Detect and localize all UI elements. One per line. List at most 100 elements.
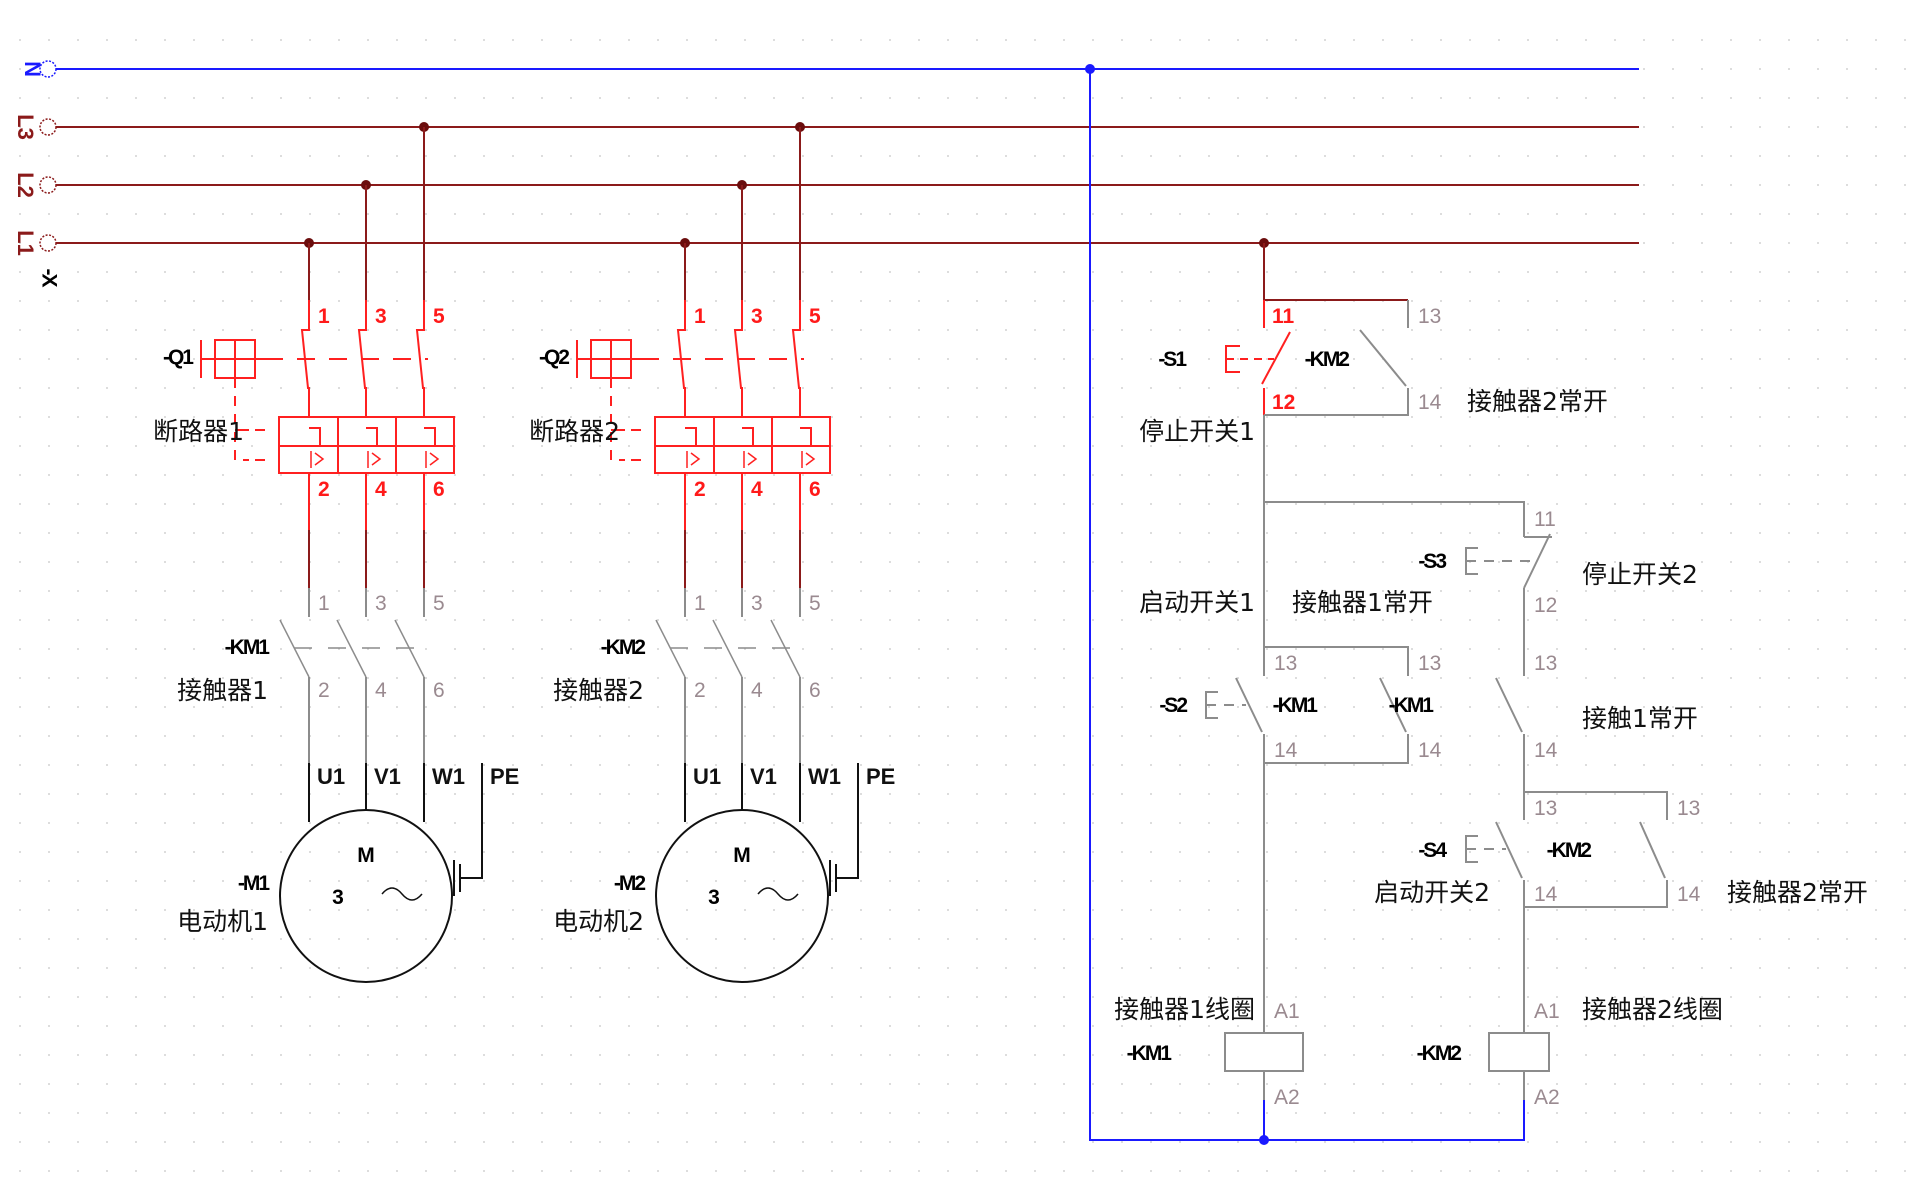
coil-km1[interactable]	[1224, 1008, 1304, 1100]
circuit-breaker[interactable]	[200, 300, 455, 530]
grid-dot	[1237, 532, 1239, 534]
grid-dot	[1643, 880, 1645, 882]
grid-dot	[1556, 271, 1558, 273]
grid-dot	[1643, 242, 1645, 244]
grid-dot	[1353, 1054, 1355, 1056]
grid-dot	[512, 619, 514, 621]
bus-n[interactable]: N	[20, 60, 1639, 78]
grid-dot	[1672, 271, 1674, 273]
grid-dot	[1701, 358, 1703, 360]
grid-dot	[77, 387, 79, 389]
grid-dot	[802, 503, 804, 505]
grid-dot	[1498, 996, 1500, 998]
bus-l2[interactable]: L2	[13, 172, 1639, 198]
grid-dot	[164, 1054, 166, 1056]
grid-dot	[1875, 677, 1877, 679]
grid-dot	[715, 677, 717, 679]
grid-dot	[541, 967, 543, 969]
km1-hold-contact[interactable]	[1264, 677, 1409, 764]
grid-dot	[1382, 387, 1384, 389]
start-switch-s2[interactable]	[1205, 647, 1265, 1008]
grid-dot	[1266, 967, 1268, 969]
grid-dot	[367, 39, 369, 41]
grid-dot	[1353, 474, 1355, 476]
grid-dot	[1614, 387, 1616, 389]
grid-dot	[1701, 1170, 1703, 1172]
grid-dot	[48, 474, 50, 476]
grid-dot	[338, 387, 340, 389]
grid-dot	[686, 1112, 688, 1114]
grid-dot	[541, 532, 543, 534]
grid-dot	[1092, 619, 1094, 621]
l1-tap-wire[interactable]	[1263, 243, 1408, 301]
motor[interactable]	[655, 763, 859, 983]
grid-dot	[1556, 39, 1558, 41]
grid-dot	[1643, 706, 1645, 708]
grid-dot	[1440, 1054, 1442, 1056]
stop-switch-s1[interactable]	[1225, 300, 1291, 415]
grid-dot	[889, 532, 891, 534]
grid-dot	[1817, 648, 1819, 650]
grid-dot	[135, 706, 137, 708]
grid-dot	[164, 996, 166, 998]
contactor-terminal: 6	[809, 679, 821, 702]
grid-dot	[164, 619, 166, 621]
grid-dot	[1237, 590, 1239, 592]
stop-switch-s3[interactable]	[1465, 533, 1552, 676]
grid-dot	[947, 706, 949, 708]
grid-dot	[367, 1083, 369, 1085]
contactor-ref: -KM1	[225, 636, 271, 659]
neutral-return-wire[interactable]	[1089, 69, 1525, 1141]
grid-dot	[454, 793, 456, 795]
grid-dot	[1237, 996, 1239, 998]
grid-dot	[802, 1170, 804, 1172]
grid-dot	[1585, 619, 1587, 621]
grid-dot	[1643, 184, 1645, 186]
grid-dot	[599, 706, 601, 708]
main-contactor[interactable]	[655, 588, 801, 763]
grid-dot	[1034, 1141, 1036, 1143]
grid-dot	[1672, 300, 1674, 302]
grid-dot	[251, 329, 253, 331]
grid-dot	[1208, 996, 1210, 998]
grid-dot	[309, 967, 311, 969]
grid-dot	[280, 1054, 282, 1056]
km2-hold-contact[interactable]	[1524, 821, 1668, 908]
km1-interlock-contact[interactable]	[1495, 677, 1525, 820]
circuit-breaker[interactable]	[576, 300, 831, 530]
grid-dot	[280, 329, 282, 331]
grid-dot	[280, 764, 282, 766]
grid-dot	[1092, 416, 1094, 418]
grid-dot	[570, 39, 572, 41]
start-switch-s4[interactable]	[1465, 821, 1525, 1008]
grid-dot	[1034, 97, 1036, 99]
grid-dot	[744, 1170, 746, 1172]
grid-dot	[1266, 1112, 1268, 1114]
bus-l1[interactable]: L1	[13, 230, 1639, 256]
grid-dot	[193, 358, 195, 360]
grid-dot	[1179, 561, 1181, 563]
grid-dot	[1701, 532, 1703, 534]
grid-dot	[512, 97, 514, 99]
grid-dot	[1875, 532, 1877, 534]
coil-km2[interactable]	[1488, 1008, 1550, 1100]
grid-dot	[1904, 996, 1906, 998]
motor[interactable]	[279, 763, 483, 983]
grid-dot	[802, 1112, 804, 1114]
grid-dot	[135, 358, 137, 360]
grid-dot	[1411, 532, 1413, 534]
bus-l3[interactable]: L3	[13, 114, 1639, 140]
grid-dot	[570, 1083, 572, 1085]
grid-dot	[773, 909, 775, 911]
grid-dot	[1440, 503, 1442, 505]
grid-dot	[570, 706, 572, 708]
grid-dot	[19, 416, 21, 418]
grid-dot	[773, 271, 775, 273]
grid-dot	[773, 1054, 775, 1056]
grid-dot	[1875, 735, 1877, 737]
km2-aux-contact-top[interactable]	[1264, 329, 1409, 416]
main-contactor[interactable]	[279, 588, 425, 763]
grid-dot	[1817, 97, 1819, 99]
grid-dot	[1904, 938, 1906, 940]
grid-dot	[1440, 445, 1442, 447]
